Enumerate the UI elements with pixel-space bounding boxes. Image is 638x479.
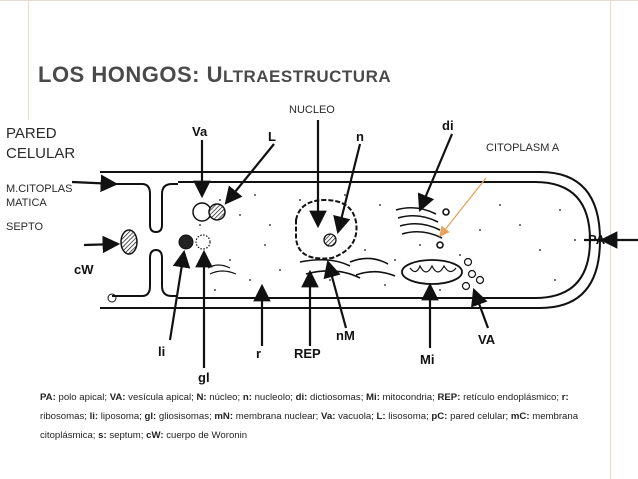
label-cw: cW — [74, 262, 94, 277]
ribosome-dots — [199, 194, 576, 291]
septo-label: SEPTO — [6, 221, 44, 233]
apical-vesicles — [461, 257, 485, 291]
septum-top — [112, 183, 178, 234]
label-rep: REP — [294, 346, 321, 361]
slide-title: LOS HONGOS: ULTRAESTRUCTURA — [38, 62, 391, 88]
legend-abbr: r: — [561, 392, 569, 403]
legend-text: gliosisomas; — [156, 411, 215, 422]
legend-abbr: mN: — [214, 411, 234, 422]
label-n: n — [356, 129, 364, 144]
pared-celular-label: PARED CELULAR — [6, 125, 76, 162]
legend-text: núcleo; — [206, 392, 243, 403]
legend-abbr: Va: — [321, 411, 336, 422]
legend-text: retículo endoplásmico; — [460, 392, 562, 403]
label-li: li — [158, 344, 165, 359]
title-main: LOS HONGOS: — [38, 62, 207, 87]
legend-text: membrana nuclear; — [233, 411, 322, 422]
legend-abbr: mC: — [510, 411, 530, 422]
legend-text: membrana citoplásmica; — [40, 411, 579, 441]
legend-abbr: s: — [98, 430, 107, 441]
nucleo-label: NUCLEO — [289, 104, 335, 116]
cell-membrane — [178, 181, 592, 299]
legend-text: mitocondria; — [379, 392, 438, 403]
lysosome — [208, 203, 226, 221]
label-gl: gl — [198, 370, 210, 385]
legend-abbr: gl: — [144, 411, 157, 422]
legend-abbr: PA: — [40, 392, 56, 403]
legend-text: septum; — [106, 430, 147, 441]
legend-text: pared celular; — [447, 411, 511, 422]
legend-abbr: cW: — [146, 430, 164, 441]
title-rest: LTRAESTRUCTURA — [222, 67, 392, 86]
liposome — [178, 234, 194, 250]
legend-abbr: di: — [295, 392, 308, 403]
septum-bottom — [112, 248, 178, 297]
label-r: r — [256, 346, 261, 361]
legend-text: polo apical; — [55, 392, 110, 403]
mitochondrion — [401, 259, 463, 285]
frame-top-line — [0, 0, 638, 1]
legend-text: nucleolo; — [251, 392, 296, 403]
label-di: di — [442, 118, 454, 133]
legend-abbr: n: — [242, 392, 252, 403]
glyoxysome — [195, 234, 211, 250]
label-va-apical: VA — [478, 332, 496, 347]
legend-text: ribosomas; — [40, 411, 90, 422]
woronin-body — [120, 229, 138, 255]
legend-abbr: li: — [89, 411, 99, 422]
label-nm: nM — [336, 328, 355, 343]
label-l: L — [268, 129, 276, 144]
legend-text: vesícula apical; — [125, 392, 197, 403]
nucleolus — [323, 233, 337, 247]
legend-abbr: pC: — [431, 411, 448, 422]
legend-text: lisosoma; — [385, 411, 432, 422]
nucleus — [295, 198, 358, 260]
label-mi: Mi — [420, 352, 434, 367]
frame-left-line — [28, 0, 29, 120]
abbreviation-legend: PA: polo apical; VA: vesícula apical; N:… — [40, 388, 610, 445]
endoplasmic-reticulum — [299, 257, 396, 279]
legend-abbr: L: — [376, 411, 386, 422]
legend-abbr: VA: — [109, 392, 126, 403]
legend-abbr: N: — [196, 392, 207, 403]
title-initial: U — [206, 62, 223, 87]
legend-text: vacuola; — [335, 411, 377, 422]
legend-text: cuerpo de Woronin — [163, 430, 248, 441]
citoplasma-label: CITOPLASM A — [486, 142, 560, 154]
citoplasma-arrow — [439, 177, 487, 238]
legend-abbr: Mi: — [366, 392, 380, 403]
legend-text: liposoma; — [98, 411, 145, 422]
legend-text: dictiosomas; — [307, 392, 367, 403]
legend-abbr: REP: — [437, 392, 461, 403]
pa-label: PA — [588, 232, 606, 247]
dictyosome — [395, 206, 450, 249]
membrana-citoplasmatica-label: M.CITOPLAS MATICA — [6, 183, 73, 209]
label-va: Va — [192, 124, 208, 139]
